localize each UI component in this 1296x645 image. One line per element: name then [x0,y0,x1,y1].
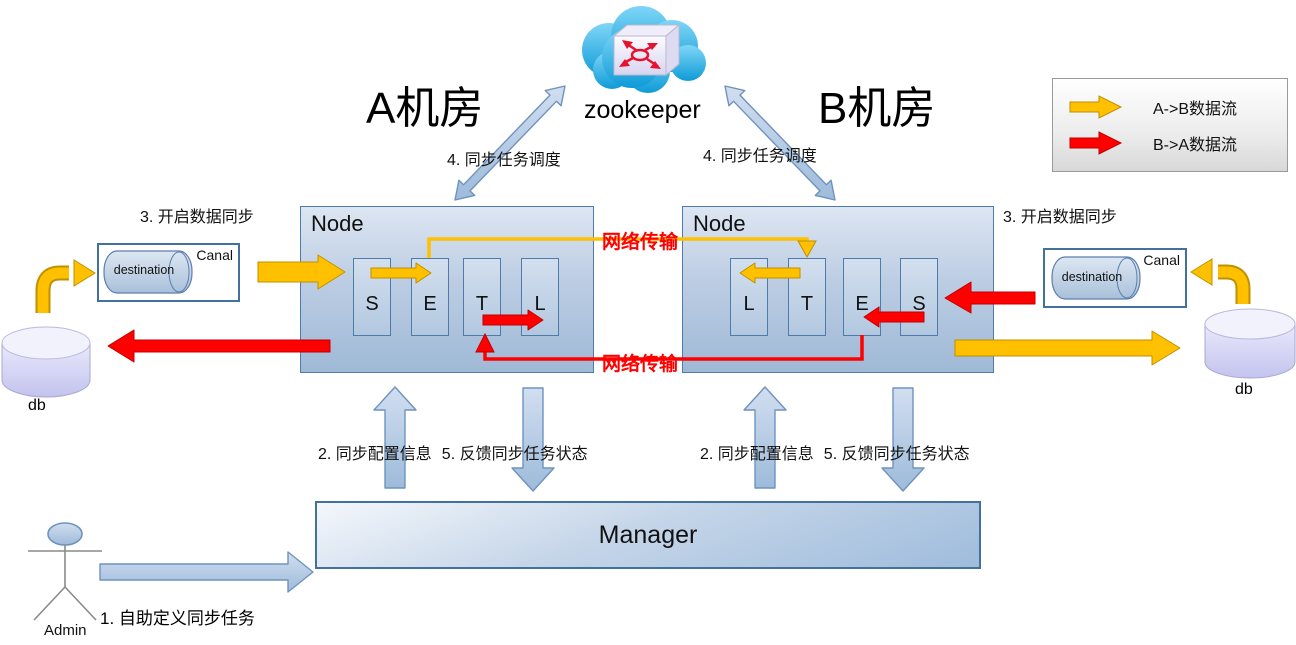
step2-label-a: 2. 同步配置信息 [318,446,432,463]
step5-label-a: 5. 反馈同步任务状态 [441,446,588,463]
node-a-title: Node [311,211,364,236]
arrow-canal-a-to-node-a [257,254,346,290]
stage-a-extract: E [411,258,449,336]
manager-label: Manager [598,520,698,549]
arrow-manager-to-node-b [743,386,787,489]
connector-network-b-to-a [475,332,864,361]
network-transfer-label-bottom: 网络传输 [602,354,679,375]
connector-network-a-to-b [427,237,817,259]
destination-a-label: destination [113,263,175,277]
manager-box: Manager [315,501,981,569]
zookeeper-cloud-icon [582,6,706,93]
canal-b-title: Canal [1143,252,1180,268]
admin-figure [28,522,102,621]
db-cylinder-b [1204,308,1296,379]
step3-label-a: 3. 开启数据同步 [140,209,254,226]
step1-label: 1. 自助定义同步任务 [100,609,255,628]
step4-label-a: 4. 同步任务调度 [447,152,561,169]
legend-box: A->B数据流 B->A数据流 [1052,78,1288,172]
admin-label: Admin [44,622,87,639]
arrow-stage-t-to-l-b [739,262,801,284]
db-a-label: db [28,397,46,414]
arrow-node-a-zookeeper [454,85,566,201]
step2-step5-label-a: 2. 同步配置信息 5. 反馈同步任务状态 [318,440,588,464]
legend-row-a-to-b: A->B数据流 [1053,95,1287,119]
db-cylinder-a [1,326,91,398]
arrow-node-b-zookeeper [724,85,836,201]
room-b-title: B机房 [818,84,936,133]
node-b-title: Node [693,211,746,236]
legend-row-b-to-a: B->A数据流 [1053,131,1287,155]
b-to-a-flow-arrow-icon [1069,131,1123,155]
a-to-b-flow-arrow-icon [1069,95,1123,119]
room-a-title: A机房 [366,84,484,133]
router-icon [612,23,681,77]
arrow-stage-s-to-e-b [863,306,925,328]
step4-label-b: 4. 同步任务调度 [703,148,817,165]
arrow-node-a-to-manager [511,387,555,492]
canal-a-title: Canal [196,247,233,263]
arrow-stage-s-to-e-a [370,262,432,284]
zookeeper-label: zookeeper [584,96,701,124]
stage-b-select: S [900,258,938,336]
arrow-db-a-to-canal-a [35,259,96,313]
legend-label-a-to-b: A->B数据流 [1153,101,1238,118]
step2-step5-label-b: 2. 同步配置信息 5. 反馈同步任务状态 [700,440,970,464]
network-transfer-label-top: 网络传输 [602,232,679,253]
arrow-db-b-to-node-b [944,281,1036,314]
arrow-node-b-to-db-b [954,330,1181,366]
destination-b-label: destination [1061,270,1123,284]
arrow-node-a-to-db-a [107,329,331,363]
db-b-label: db [1235,381,1253,398]
arrow-manager-to-node-a [373,386,417,489]
arrow-stage-t-to-l-a [482,309,544,331]
destination-cylinder-a [103,250,193,294]
step5-label-b: 5. 反馈同步任务状态 [823,446,970,463]
arrow-admin-to-manager [99,551,314,593]
arrow-db-b-to-canal-b [1190,258,1251,304]
legend-label-b-to-a: B->A数据流 [1153,137,1238,154]
step3-label-b: 3. 开启数据同步 [1003,209,1117,226]
arrow-node-b-to-manager [881,387,925,492]
destination-cylinder-b [1051,256,1141,300]
step2-label-b: 2. 同步配置信息 [700,446,814,463]
